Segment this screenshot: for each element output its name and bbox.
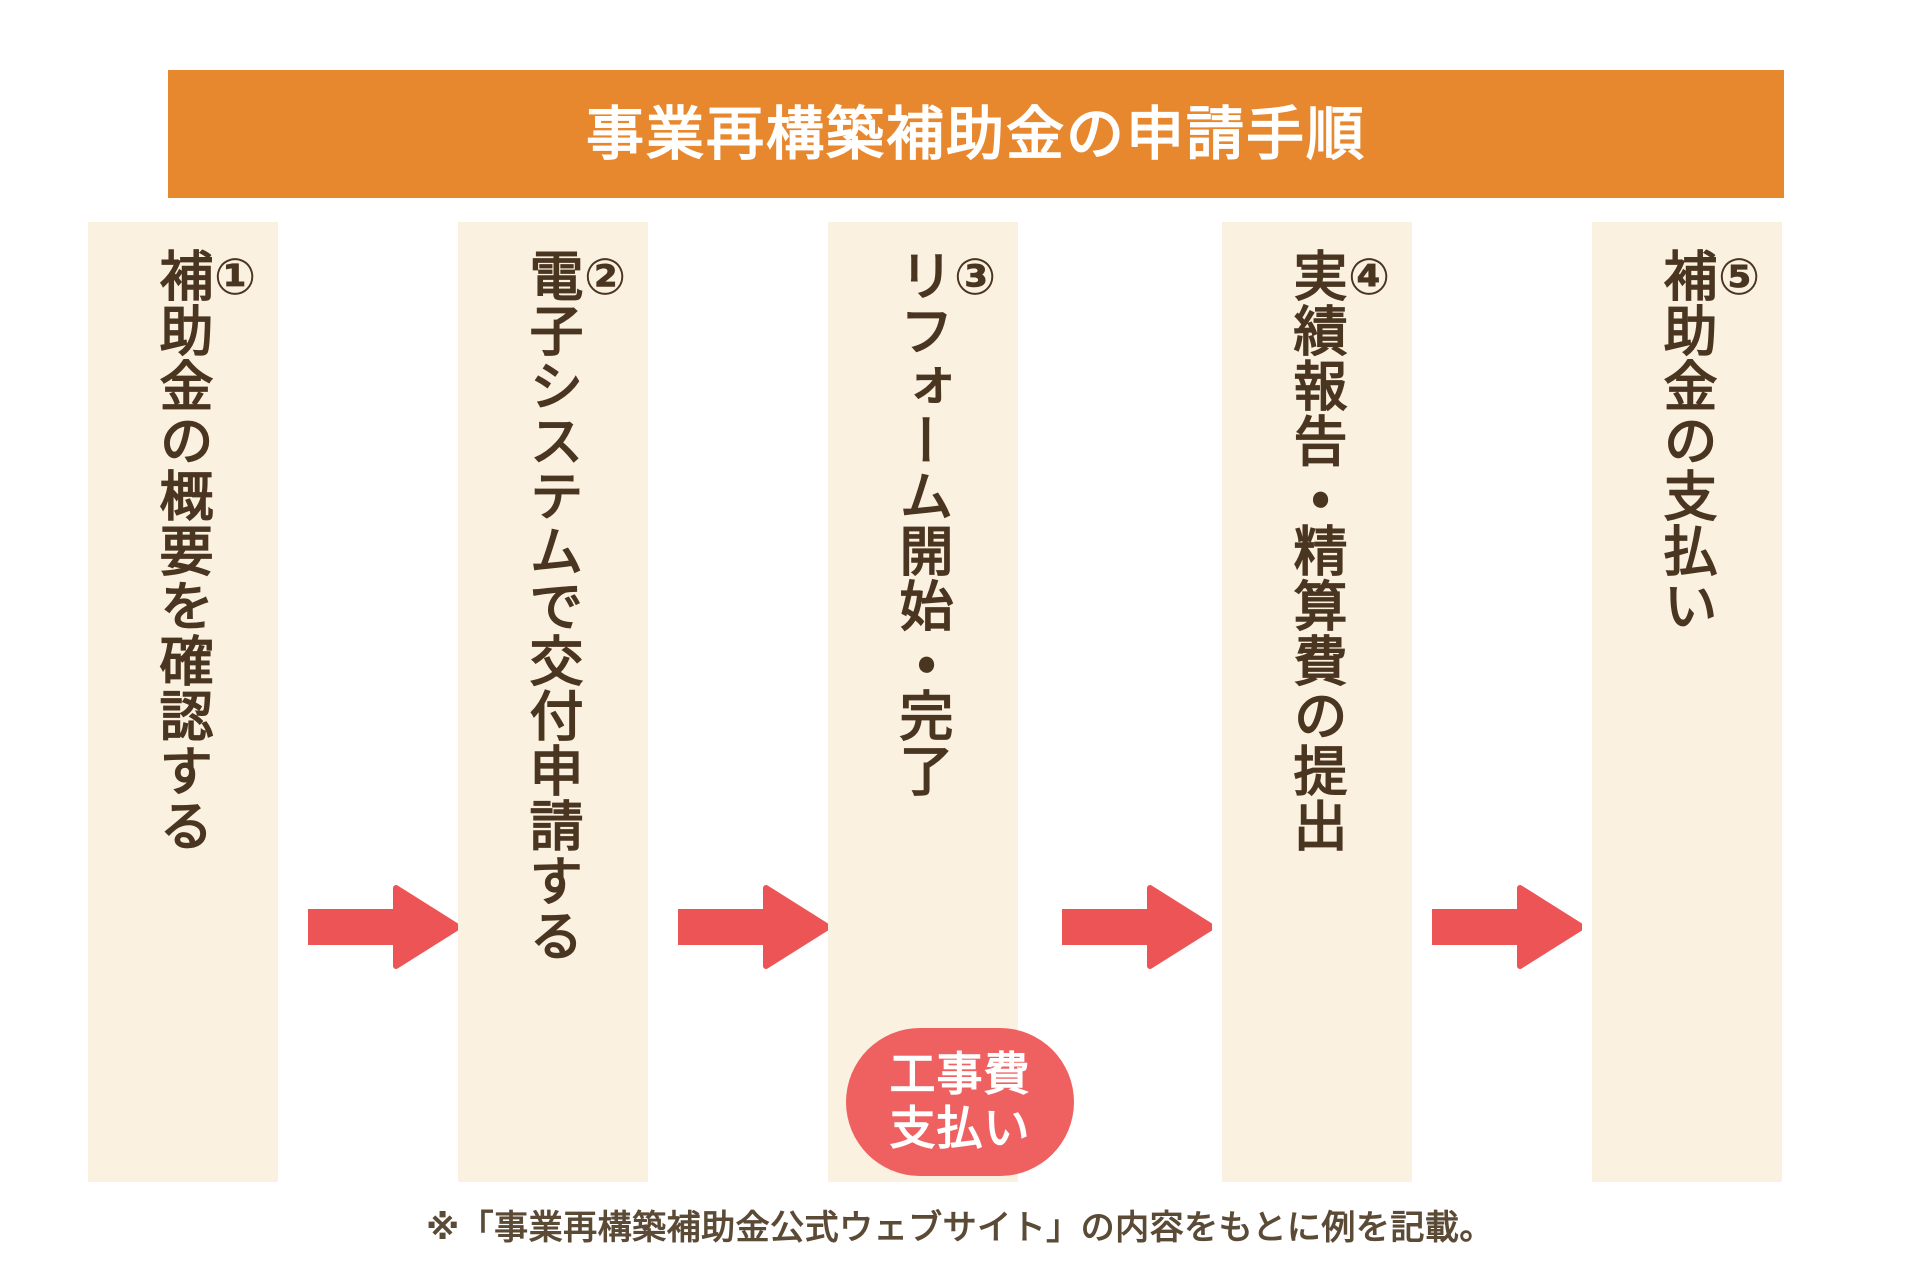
step-1-number: ①	[206, 248, 264, 307]
step-4-number: ④	[1340, 248, 1398, 307]
step-4-label: 実績報告・精算費の提出	[1284, 248, 1347, 853]
construction-payment-badge: 工事費 支払い	[846, 1028, 1074, 1176]
badge-line-2: 支払い	[889, 1101, 1031, 1155]
footer-note-wrap: ※「事業再構築補助金公式ウェブサイト」の内容をもとに例を記載。	[0, 1208, 1920, 1249]
right-arrow-icon	[1432, 882, 1582, 972]
step-5-label: 補助金の支払い	[1654, 248, 1717, 633]
right-arrow-icon	[308, 882, 458, 972]
title-banner: 事業再構築補助金の申請手順	[168, 70, 1784, 198]
right-arrow-icon	[1062, 882, 1212, 972]
step-2-number: ②	[576, 248, 634, 307]
footer-note: ※「事業再構築補助金公式ウェブサイト」の内容をもとに例を記載。	[426, 1208, 1494, 1248]
step-5-number: ⑤	[1710, 248, 1768, 307]
step-3-label: リフォーム開始・完了	[890, 248, 953, 798]
page-title: 事業再構築補助金の申請手順	[585, 100, 1366, 168]
right-arrow-icon	[678, 882, 828, 972]
step-3-number: ③	[946, 248, 1004, 307]
step-1-label: 補助金の概要を確認する	[150, 248, 213, 853]
badge-line-1: 工事費	[889, 1047, 1031, 1102]
step-2-label: 電子システムで交付申請する	[520, 248, 583, 963]
